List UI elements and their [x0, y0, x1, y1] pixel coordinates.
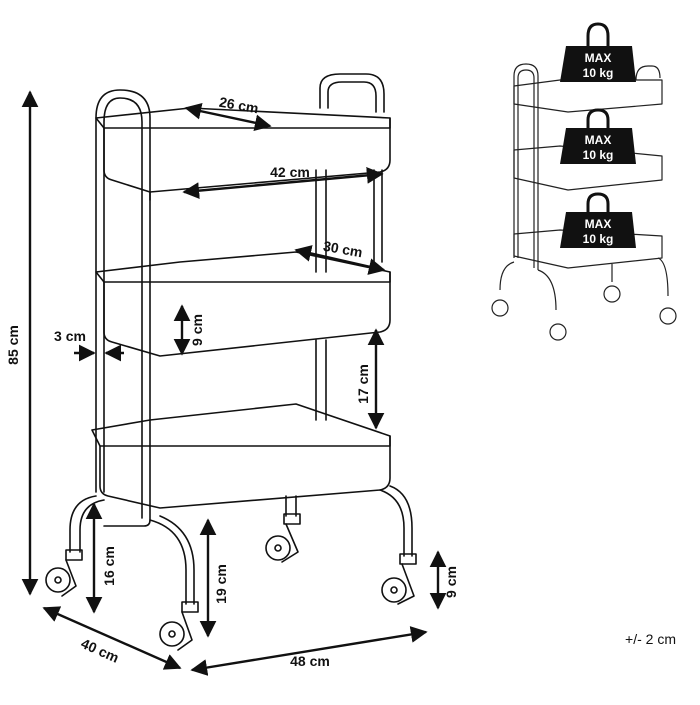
svg-text:MAX: MAX — [585, 217, 612, 231]
leg-back-right — [379, 489, 405, 557]
caster-left — [45, 549, 83, 597]
dim-line-width — [190, 626, 428, 676]
label-shelf-spacing: 17 cm — [355, 364, 371, 404]
middle-basket — [95, 251, 391, 357]
svg-text:MAX: MAX — [585, 51, 612, 65]
dimension-labels: 85 cm 26 cm 42 cm 30 cm 3 cm 9 cm 17 cm … — [5, 94, 459, 669]
weight-bottom: MAX 10 kg — [560, 192, 636, 248]
weight-middle: MAX 10 kg — [560, 108, 636, 164]
weight-top: MAX 10 kg — [560, 22, 636, 82]
weight-icon — [560, 128, 636, 164]
svg-text:10 kg: 10 kg — [583, 232, 614, 246]
right-handle-frame — [319, 73, 385, 113]
leg-front-left — [69, 495, 97, 553]
leg-front-middle — [149, 519, 187, 605]
label-top-inner: 26 cm — [218, 94, 260, 117]
load-shelf-middle — [513, 145, 663, 191]
weight-icon — [560, 212, 636, 248]
load-wheel — [491, 299, 509, 317]
svg-text:MAX: MAX — [585, 133, 612, 147]
bottom-basket — [91, 403, 391, 509]
tolerance-note: +/- 2 cm — [625, 631, 676, 647]
load-shelf-top — [513, 79, 663, 113]
dim-line-top-length — [182, 167, 384, 199]
caster-back — [265, 513, 301, 563]
load-cart-frame — [513, 63, 539, 270]
label-leg-middle: 19 cm — [213, 564, 229, 604]
dim-line-depth — [42, 606, 182, 670]
label-tube: 3 cm — [54, 328, 86, 344]
dim-line-top-inner — [184, 102, 272, 132]
dimension-lines — [21, 90, 447, 676]
label-width: 48 cm — [290, 653, 330, 669]
dim-line-middle-depth — [294, 245, 386, 275]
left-handle-frame — [95, 89, 151, 527]
top-basket — [95, 107, 391, 201]
label-height: 85 cm — [5, 325, 21, 365]
load-shelf-bottom — [513, 229, 663, 269]
load-capacity-diagram: MAX 10 kg MAX 10 kg MAX 10 kg — [491, 22, 677, 341]
weight-icon — [560, 46, 636, 82]
label-middle-depth: 30 cm — [322, 238, 364, 261]
label-caster: 9 cm — [443, 566, 459, 598]
label-leg-left: 16 cm — [101, 546, 117, 586]
label-top-length: 42 cm — [270, 164, 310, 180]
svg-text:10 kg: 10 kg — [583, 148, 614, 162]
label-basket-height: 9 cm — [189, 314, 205, 346]
caster-right — [381, 553, 417, 605]
caster-front — [159, 601, 199, 651]
svg-text:10 kg: 10 kg — [583, 66, 614, 80]
